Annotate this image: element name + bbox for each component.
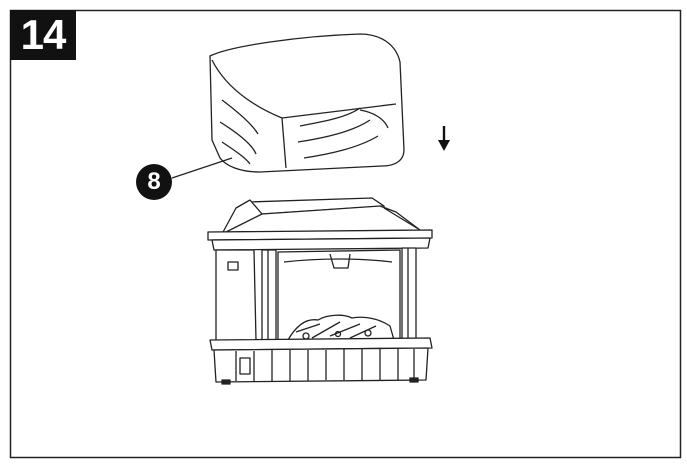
callout-leader-line bbox=[171, 157, 233, 179]
panel-frame bbox=[9, 9, 682, 459]
part-callout-8: 8 bbox=[136, 164, 172, 200]
fireplace-cover bbox=[209, 33, 405, 173]
fireplace-unit bbox=[207, 197, 433, 385]
arrow-down-icon bbox=[438, 126, 450, 151]
step-number-badge: 14 bbox=[10, 10, 76, 60]
